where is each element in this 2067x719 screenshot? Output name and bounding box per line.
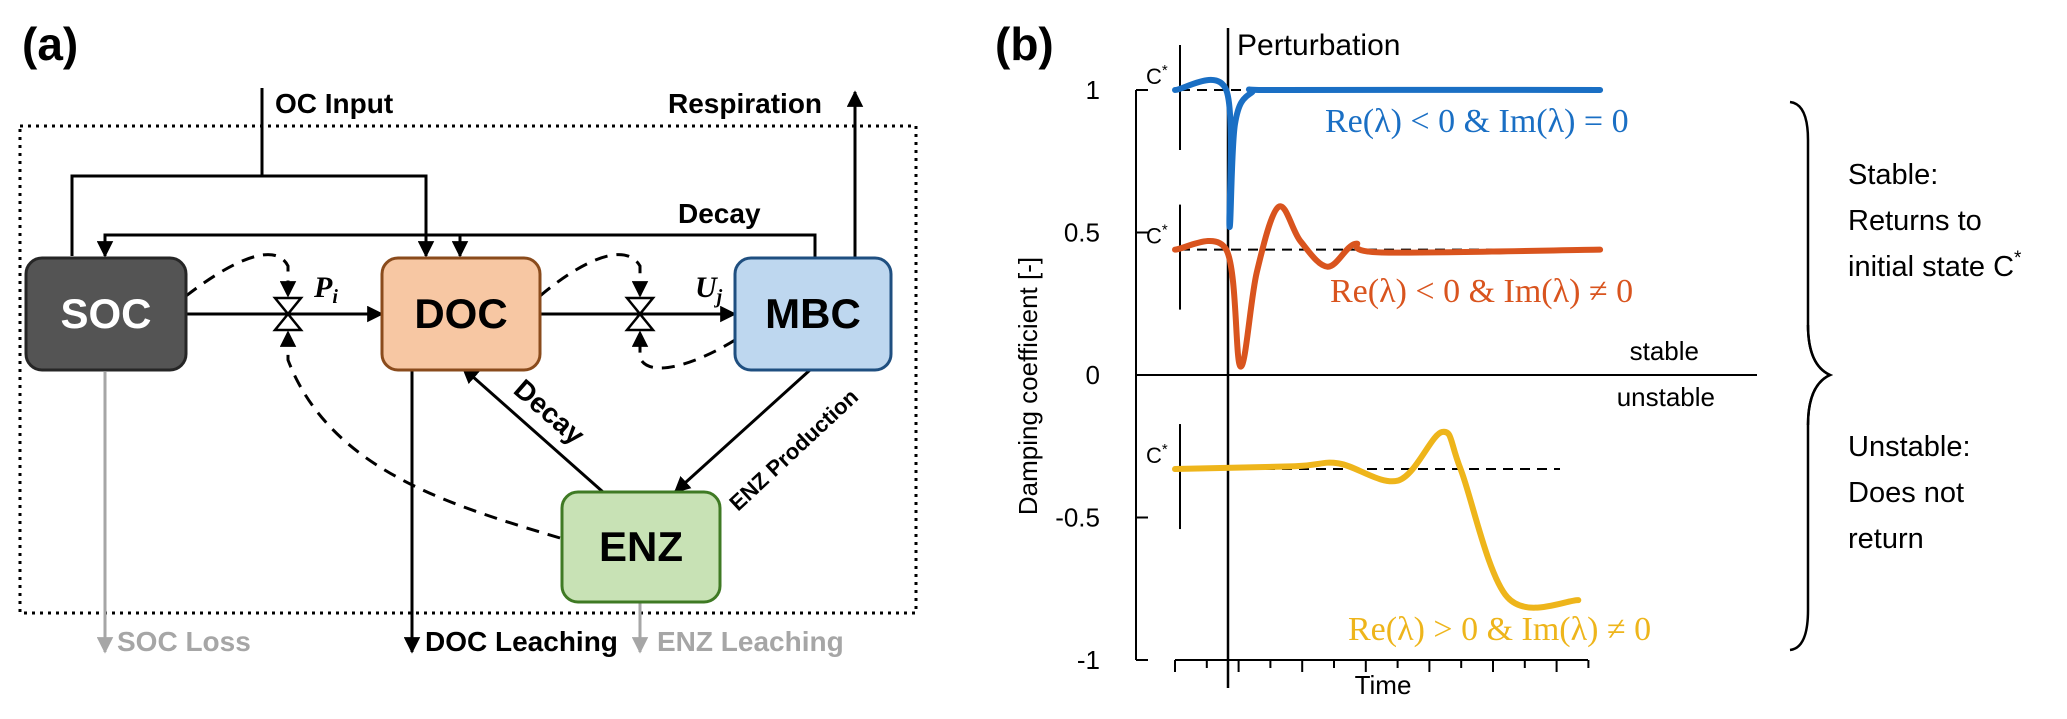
oc-input-lines (70, 88, 435, 258)
unstable-label: unstable (1617, 382, 1715, 412)
annotation-blue: Re(λ) < 0 & Im(λ) = 0 (1325, 103, 1629, 140)
p-i-label: Pi (313, 271, 338, 308)
curve-stable-oscillating (1172, 203, 1604, 370)
doc-leaching-label: DOC Leaching (425, 626, 618, 657)
panel-b-label: (b) (995, 18, 1054, 70)
c-star-label: C* (1146, 222, 1168, 249)
curves (1172, 76, 1604, 611)
enz-label: ENZ (599, 523, 683, 570)
stable-label: stable (1630, 336, 1699, 366)
enz-pool: ENZ (560, 490, 722, 604)
y-tick-label: 0.5 (1064, 218, 1100, 248)
dashed-controls (185, 253, 736, 540)
unstable-note-line-3: return (1848, 523, 1924, 555)
enz-production-label: ENZ Production (724, 384, 863, 516)
x-ticks (1174, 660, 1590, 672)
perturbation-label: Perturbation (1237, 29, 1400, 62)
c-star-superscript: * (1162, 441, 1168, 458)
oc-input-label: OC Input (275, 88, 393, 119)
c-star-label: C* (1146, 441, 1168, 468)
stable-note-line-3: initial state C* (1848, 248, 2022, 283)
soc-loss-label: SOC Loss (117, 626, 251, 657)
c-star-letter: C (1146, 224, 1162, 249)
stable-note-line-2: Returns to (1848, 205, 1982, 237)
mbc-label: MBC (765, 290, 861, 337)
annotation-yellow: Re(λ) > 0 & Im(λ) ≠ 0 (1348, 611, 1651, 648)
enz-production-arrow (673, 368, 812, 494)
unstable-note-line-2: Does not (1848, 477, 1964, 509)
decay-top-label: Decay (678, 198, 761, 229)
soc-pool: SOC (24, 256, 188, 372)
doc-label: DOC (414, 290, 507, 337)
unstable-note-line-1: Unstable: (1848, 431, 1971, 463)
valve-p (272, 296, 304, 332)
enz-decay-arrow (461, 366, 604, 494)
x-axis-label: Time (1355, 670, 1412, 700)
enz-leaching-label: ENZ Leaching (657, 626, 844, 657)
panel-a: (a) OC Input Respiration Decay Pi Uj (18, 18, 918, 657)
stable-note-line-1: Stable: (1848, 159, 1938, 191)
valve-u (624, 296, 656, 332)
c-star-superscript: * (1162, 62, 1168, 79)
c-star-superscript: * (1162, 222, 1168, 239)
annotation-orange: Re(λ) < 0 & Im(λ) ≠ 0 (1330, 273, 1633, 310)
decay-diag-label: Decay (508, 373, 591, 451)
panel-b: (b) 10.50-0.5-1 Damping coefficient [-] … (995, 18, 2022, 700)
y-tick-label: -1 (1077, 645, 1100, 675)
doc-pool: DOC (380, 256, 542, 372)
curve-unstable-growing (1172, 428, 1582, 611)
soc-label: SOC (60, 290, 151, 337)
stable-brace (1789, 100, 1834, 426)
mbc-pool: MBC (733, 256, 893, 372)
respiration-label: Respiration (668, 88, 822, 119)
reference-levels: C*C*C* (1146, 45, 1585, 530)
system-boundary (18, 124, 918, 615)
y-axis-label: Damping coefficient [-] (1013, 257, 1043, 515)
y-tick-label: 0 (1086, 360, 1100, 390)
y-tick-label: -0.5 (1055, 503, 1100, 533)
c-star-label: C* (1146, 62, 1168, 89)
stable-note: Stable: Returns to initial state C* (1848, 159, 2022, 283)
unstable-note: Unstable: Does not return (1848, 431, 1971, 555)
y-tick-labels: 1 0.5 0 -0.5 -1 (1055, 75, 1100, 675)
curve-stable-monotonic (1172, 76, 1604, 230)
c-star-letter: C (1146, 64, 1162, 89)
decay-lines (96, 233, 817, 258)
unstable-brace (1789, 324, 1834, 652)
y-tick-label: 1 (1086, 75, 1100, 105)
c-star-letter: C (1146, 443, 1162, 468)
panel-a-label: (a) (22, 18, 78, 70)
u-j-label: Uj (695, 271, 723, 308)
